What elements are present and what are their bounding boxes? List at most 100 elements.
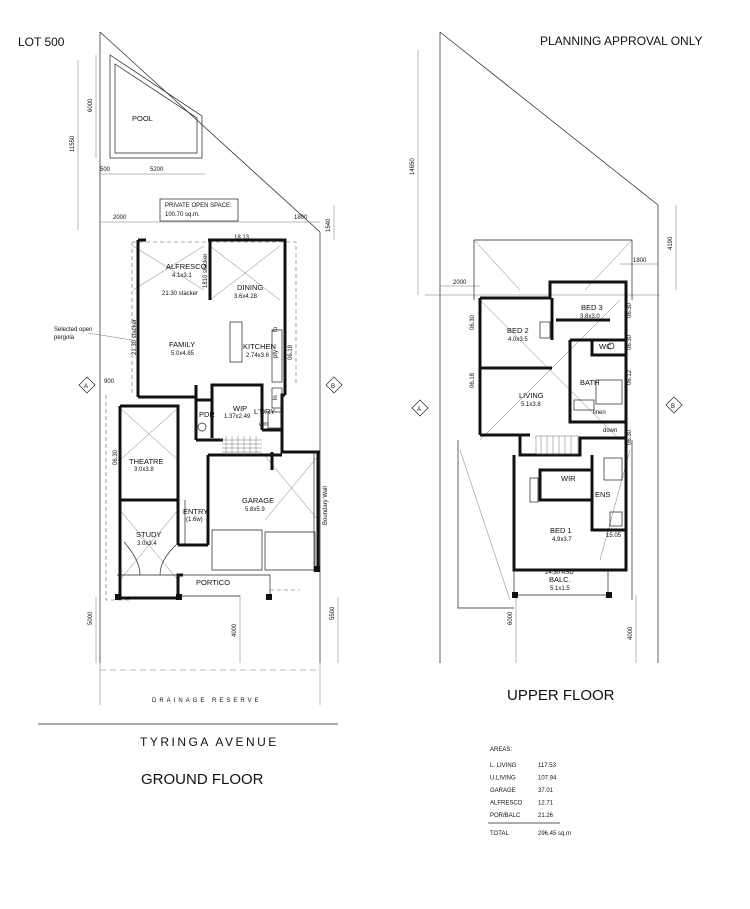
room-ens: ENS [595, 490, 610, 499]
ground-lot-boundary [38, 31, 338, 725]
svg-text:4190: 4190 [668, 236, 674, 250]
areas-total-value: 296.45 sq.m [538, 831, 571, 837]
room-wip-size: 1.37x2.49 [224, 414, 251, 420]
areas-row-value: 117.53 [538, 763, 557, 769]
svg-text:1800: 1800 [633, 258, 647, 264]
svg-text:06.18: 06.18 [288, 344, 294, 360]
svg-text:B: B [671, 404, 675, 410]
svg-text:06.30: 06.30 [627, 429, 633, 445]
ground-floor-title: GROUND FLOOR [141, 771, 264, 788]
room-portico: PORTICO [196, 578, 230, 587]
svg-text:1540: 1540 [326, 218, 332, 232]
ground-eaves-outline [105, 241, 319, 601]
svg-text:2000: 2000 [113, 215, 127, 221]
boundary-wall-note: Boundary Wall [323, 486, 329, 525]
room-bed-1-size: 4.9x3.7 [552, 537, 572, 543]
room-laundry: L'DRY [254, 407, 275, 416]
svg-text:pty: pty [273, 350, 279, 358]
section-marker-a-upper: A [411, 399, 429, 417]
areas-row-value: 107.94 [538, 776, 557, 782]
svg-text:PRIVATE OPEN SPACE:: PRIVATE OPEN SPACE: [165, 203, 232, 209]
room-living-size: 5.1x3.8 [521, 402, 541, 408]
svg-text:A: A [417, 407, 421, 413]
ground-dimensions: 6000 11550 500 5200 2000 1800 1540 900 5… [70, 55, 339, 663]
svg-text:4000: 4000 [232, 623, 238, 637]
svg-text:06.18: 06.18 [470, 372, 476, 388]
room-entry-size: (1.6w) [186, 517, 203, 523]
room-theatre: THEATRE [129, 457, 163, 466]
room-bath: BATH [580, 378, 599, 387]
pergola-note: Selected open [54, 327, 92, 333]
svg-text:5500: 5500 [330, 606, 336, 620]
svg-text:1810 stacker: 1810 stacker [203, 254, 209, 288]
room-linen: linen [593, 410, 606, 416]
pool: POOL [109, 54, 203, 159]
room-pdr: PDR [199, 410, 215, 419]
section-marker-b-ground: B [325, 376, 343, 394]
svg-text:15.05: 15.05 [606, 533, 622, 539]
areas-row-label: U.LIVING [490, 776, 516, 782]
private-open-space-note: PRIVATE OPEN SPACE: 100.70 sq.m. [159, 198, 239, 222]
svg-text:06.12: 06.12 [627, 369, 633, 385]
svg-text:6000: 6000 [508, 611, 514, 625]
svg-text:2000: 2000 [453, 280, 467, 286]
room-study-size: 3.0x3.4 [137, 541, 157, 547]
section-marker-a-ground: A [78, 376, 96, 394]
areas-row-value: 12.71 [538, 801, 554, 807]
room-bed-1: BED 1 [550, 526, 572, 535]
upper-floor-title: UPPER FLOOR [507, 687, 615, 704]
room-garage-size: 5.8x5.9 [245, 507, 265, 513]
svg-text:06.30: 06.30 [627, 302, 633, 318]
pergola-note-2: pergola [54, 335, 75, 341]
room-kitchen-size: 2.74x3.6 [246, 353, 270, 359]
stair-down: down [603, 428, 617, 434]
upper-lot-boundary [425, 31, 660, 663]
room-bed-3-size: 3.8x3.0 [580, 314, 600, 320]
areas-title: AREAS: [490, 747, 512, 753]
room-wc: WC [599, 342, 612, 351]
balcony-asd: 24.30 ASD [545, 570, 574, 576]
svg-text:6000: 6000 [88, 98, 94, 112]
room-dining-size: 3.6x4.28 [234, 294, 258, 300]
areas-row-label: POR/BALC [490, 813, 521, 819]
ground-walls [115, 238, 320, 600]
svg-text:4000: 4000 [628, 626, 634, 640]
room-bed-2-size: 4.0x3.5 [508, 337, 528, 343]
room-balcony-size: 5.1x1.5 [550, 586, 570, 592]
room-family: FAMILY [169, 340, 195, 349]
svg-text:ln: ln [273, 395, 279, 400]
room-dining: DINING [237, 283, 263, 292]
svg-text:11550: 11550 [70, 135, 76, 152]
svg-text:A: A [84, 384, 88, 390]
svg-text:06.30: 06.30 [627, 334, 633, 350]
svg-text:5200: 5200 [150, 167, 164, 173]
room-theatre-size: 3.0x3.8 [134, 467, 154, 473]
drainage-reserve: DRAINAGE RESERVE [152, 698, 262, 704]
upper-dimensions: 14650 4190 2000 1800 6000 4000 15.05 06.… [410, 50, 677, 663]
svg-text:06.30: 06.30 [113, 449, 119, 465]
section-marker-b-upper: B [665, 396, 683, 414]
upper-walls [478, 280, 628, 598]
svg-text:POOL: POOL [132, 114, 153, 123]
svg-text:wm: wm [258, 422, 268, 428]
room-bed-2: BED 2 [507, 326, 529, 335]
room-entry: ENTRY [183, 507, 208, 516]
room-wir: WIR [561, 474, 576, 483]
room-alfresco: ALFRESCO [166, 262, 207, 271]
street-name: TYRINGA AVENUE [140, 735, 279, 749]
room-study: STUDY [136, 530, 161, 539]
svg-text:14650: 14650 [410, 158, 416, 175]
svg-text:5000: 5000 [88, 611, 94, 625]
svg-text:21.30 stacker: 21.30 stacker [132, 319, 138, 355]
lot-number: LOT 500 [18, 35, 65, 49]
room-living: LIVING [519, 391, 544, 400]
areas-row-label: L. LIVING [490, 763, 517, 769]
room-family-size: 5.0x4.85 [171, 351, 195, 357]
svg-text:18.13: 18.13 [234, 235, 250, 241]
upper-room-labels: BED 2 4.0x3.5 BED 3 3.8x3.0 WC BATH line… [507, 303, 617, 592]
room-alfresco-size: 4.1x3.1 [172, 273, 192, 279]
svg-text:06.30: 06.30 [470, 314, 476, 330]
svg-text:21.30 stacker: 21.30 stacker [162, 291, 198, 297]
